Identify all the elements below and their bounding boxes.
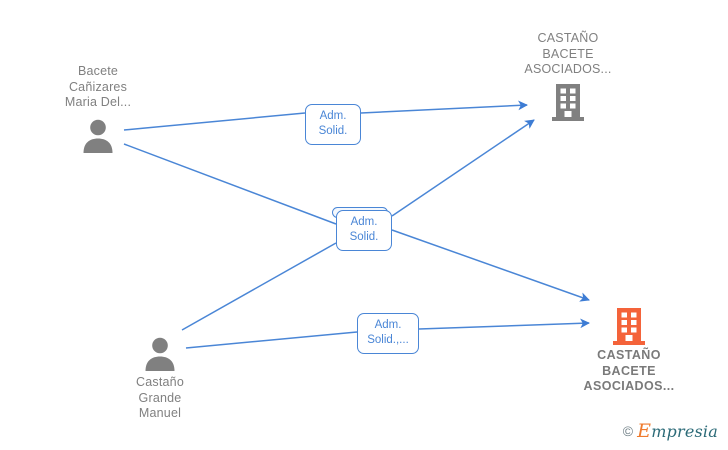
node-company-bottom-label: CASTAÑO BACETE ASOCIADOS...	[583, 348, 675, 394]
edge-label-adm-solid-bottom[interactable]: Adm. Solid.,...	[357, 313, 419, 354]
edge-bacete-to-company-bottom-seg2	[391, 229, 590, 302]
building-icon	[552, 83, 584, 121]
person-icon	[145, 337, 175, 371]
edge-castano-to-company-top-seg2	[391, 119, 535, 217]
edge-label-adm-solid-top[interactable]: Adm. Solid.	[305, 104, 361, 145]
node-person-bacete-label: Bacete Cañizares Maria Del...	[64, 64, 132, 110]
edge-castano-to-company-top-seg1	[181, 242, 337, 331]
building-icon	[613, 308, 645, 345]
empresia-logo: Empresia	[637, 420, 718, 442]
edge-bacete-to-company-top-seg1	[123, 112, 306, 131]
edge-label-adm-solid-middle[interactable]: Adm. Solid.	[336, 210, 392, 251]
empresia-watermark: © Empresia	[623, 420, 718, 442]
edge-bacete-to-company-top-seg2	[360, 100, 528, 114]
person-icon	[83, 119, 113, 153]
node-person-castano-label: Castaño Grande Manuel	[136, 375, 184, 421]
node-company-bottom[interactable]: CASTAÑO BACETE ASOCIADOS...	[554, 306, 704, 395]
node-company-top-label: CASTAÑO BACETE ASOCIADOS...	[524, 31, 612, 77]
node-person-castano[interactable]: Castaño Grande Manuel	[85, 333, 235, 422]
empresia-logo-rest: mpresia	[651, 422, 718, 441]
edge-castano-to-company-bottom-seg1	[185, 331, 358, 349]
node-person-bacete[interactable]: Bacete Cañizares Maria Del...	[23, 64, 173, 155]
empresia-logo-initial: E	[637, 420, 652, 442]
edge-castano-to-company-bottom-seg2	[418, 318, 590, 330]
node-company-top[interactable]: CASTAÑO BACETE ASOCIADOS...	[493, 31, 643, 122]
edge-bacete-to-company-bottom-seg1	[123, 143, 337, 225]
copyright-symbol: ©	[622, 423, 634, 439]
